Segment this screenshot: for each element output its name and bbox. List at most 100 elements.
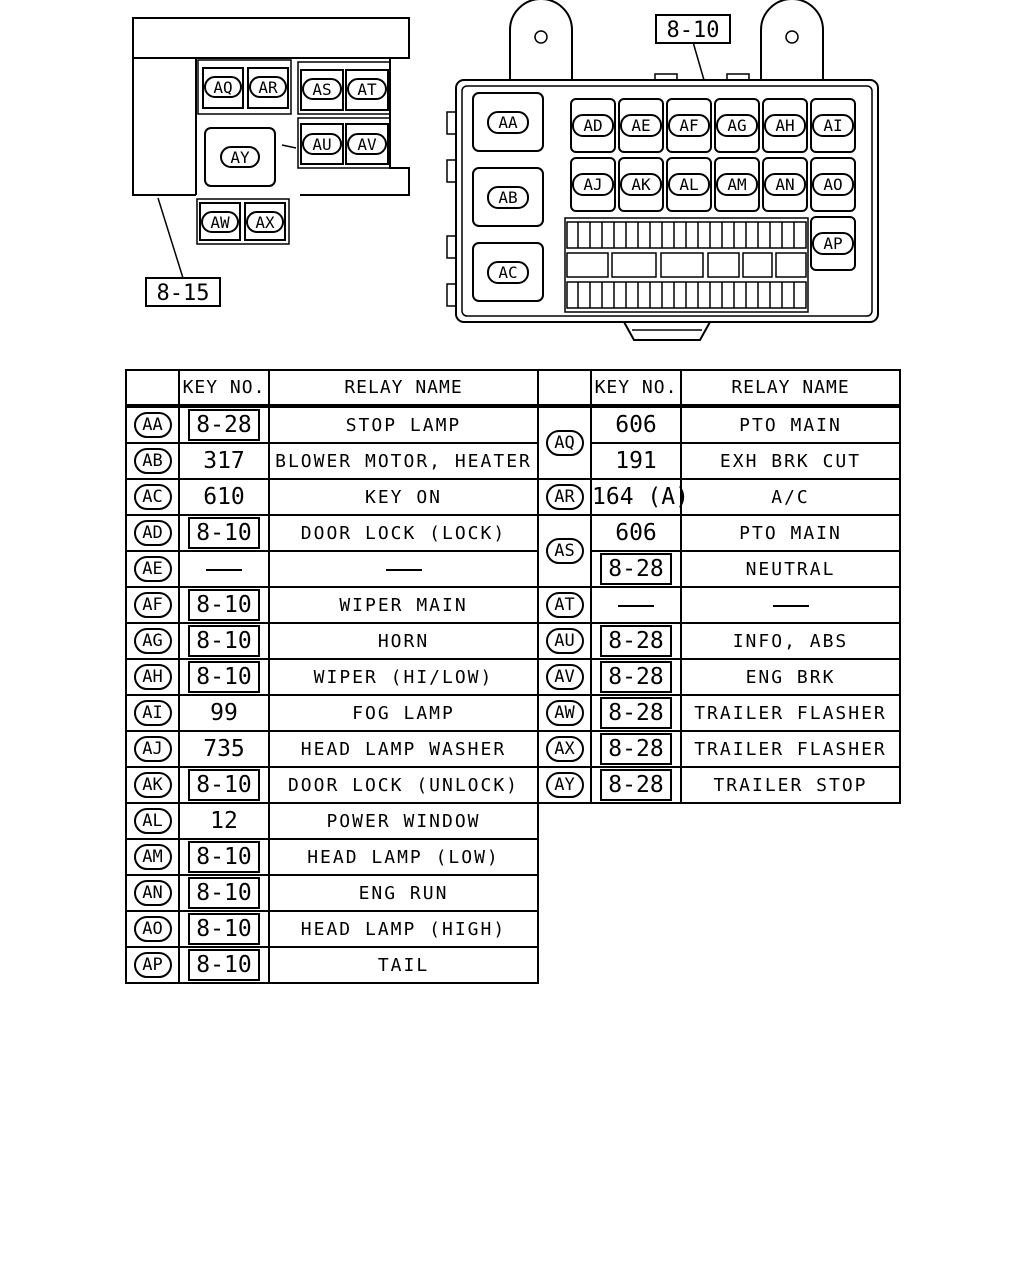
key-number: 606 [590,514,682,552]
key-cell: 8-28 [178,405,270,444]
left-relay-box: AQ AR AS AT AY AU AV AW AX 8-15 [132,17,410,307]
key-number: 610 [178,478,270,516]
relay-code: AX [537,730,592,768]
relay-name: INFO, ABS [680,622,901,660]
relay-name: HEAD LAMP WASHER [268,730,539,768]
header-key-right: KEY NO. [590,369,682,408]
relay-code: AJ [125,730,180,768]
relay-name: TAIL [268,946,539,984]
key-number: 8-10 [188,877,260,909]
relay-code-chip: AL [133,808,172,834]
key-number: 8-28 [600,697,672,729]
relay-label: AU [312,135,331,154]
header-key-left: KEY NO. [178,369,270,408]
relay-code: AA [125,405,180,444]
relay-name: BLOWER MOTOR, HEATER [268,442,539,480]
relay-name: STOP LAMP [268,405,539,444]
key-cell [590,586,682,624]
key-cell: 8-10 [178,586,270,624]
relay-code-chip: AN [133,880,172,906]
key-number: 606 [590,405,682,444]
relay-code-chip: AB [133,448,172,474]
key-cell: 8-28 [590,694,682,732]
relay-code-chip: AR [545,484,584,510]
key-cell: 8-10 [178,766,270,804]
key-cell: 8-10 [178,658,270,696]
right-relay-box: AA AB AC AD AE AF AG AH AI AJ AK [446,0,879,341]
key-number: 8-10 [188,517,260,549]
relay-code: AU [537,622,592,660]
relay-label: AJ [583,175,602,194]
relay-code-chip: AC [133,484,172,510]
relay-code-chip: AO [133,916,172,942]
relay-code: AH [125,658,180,696]
relay-label: AQ [213,78,232,97]
relay-name: DOOR LOCK (UNLOCK) [268,766,539,804]
relay-code-chip: AW [545,700,584,726]
relay-code: AV [537,658,592,696]
dash-mark [618,604,654,607]
relay-label: AO [823,175,842,194]
relay-code: AB [125,442,180,480]
relay-name: KEY ON [268,478,539,516]
relay-label: AS [312,80,331,99]
relay-code: AI [125,694,180,732]
relay-code: AO [125,910,180,948]
relay-name: TRAILER STOP [680,766,901,804]
relay-label: AX [255,213,275,232]
relay-label: AH [775,116,794,135]
key-cell: 8-10 [178,622,270,660]
relay-code-chip: AX [545,736,584,762]
relay-code-chip: AK [133,772,172,798]
dash-mark [206,568,242,571]
relay-label: AP [823,234,842,253]
key-cell: 8-28 [590,550,682,588]
key-number: 8-10 [188,949,260,981]
key-number: 8-10 [188,769,260,801]
relay-code: AS [537,514,592,588]
relay-code-chip: AG [133,628,172,654]
relay-code: AP [125,946,180,984]
relay-code-chip: AQ [545,430,584,456]
key-number: 8-10 [188,589,260,621]
relay-name: POWER WINDOW [268,802,539,840]
relay-code-chip: AP [133,952,172,978]
relay-code-chip: AS [545,538,584,564]
key-cell: 8-10 [178,838,270,876]
key-cell: 8-10 [178,874,270,912]
relay-code: AQ [537,405,592,480]
relay-code-chip: AM [133,844,172,870]
key-number: 191 [590,442,682,480]
relay-code: AL [125,802,180,840]
relay-label: AY [230,148,250,167]
relay-code: AT [537,586,592,624]
empty-cell [538,875,900,911]
key-cell [178,550,270,588]
relay-name: FOG LAMP [268,694,539,732]
relay-name: ENG RUN [268,874,539,912]
relay-code-chip: AI [133,700,172,726]
relay-code: AD [125,514,180,552]
relay-label: AM [727,175,746,194]
empty-cell [538,839,900,875]
relay-name: WIPER (HI/LOW) [268,658,539,696]
key-cell: 8-28 [590,658,682,696]
relay-name: DOOR LOCK (LOCK) [268,514,539,552]
callout-8-10: 8-10 [667,18,720,43]
relay-code: AN [125,874,180,912]
relay-code: AY [537,766,592,804]
relay-name: WIPER MAIN [268,586,539,624]
relay-code-chip: AY [545,772,584,798]
header-code-right [537,369,592,408]
key-cell: 8-10 [178,946,270,984]
relay-label: AG [727,116,746,135]
dash-mark [772,604,809,607]
